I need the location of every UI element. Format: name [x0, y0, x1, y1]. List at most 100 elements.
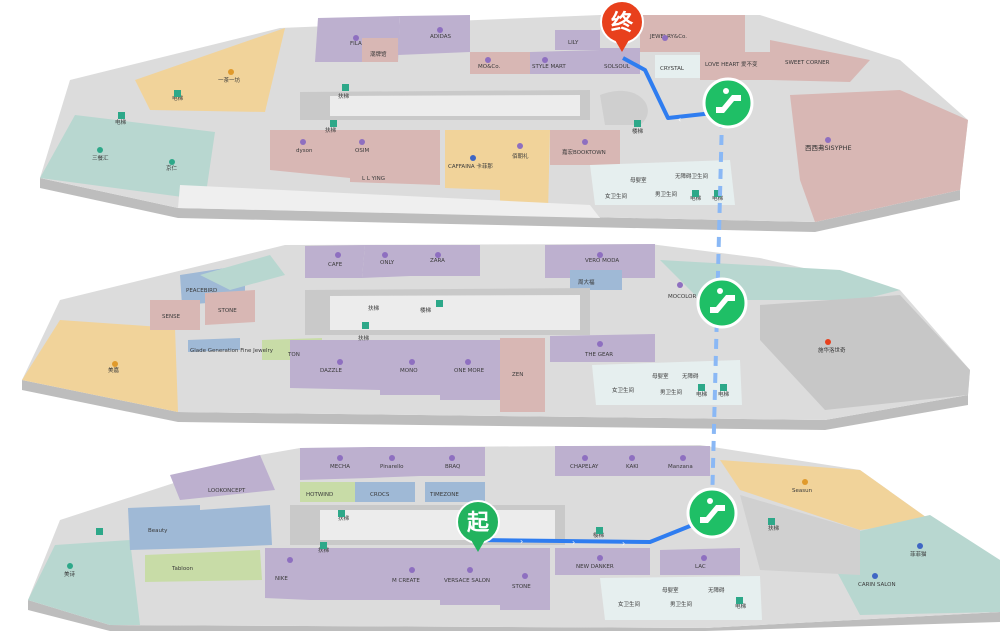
- poi-dot[interactable]: [517, 143, 523, 149]
- poi-dot[interactable]: [677, 282, 683, 288]
- poi-dot[interactable]: [917, 543, 923, 549]
- store-pinarello[interactable]: [370, 447, 420, 478]
- facility-icon[interactable]: [714, 190, 721, 197]
- store-sishang[interactable]: [790, 90, 968, 222]
- poi-dot[interactable]: [872, 573, 878, 579]
- store-braq[interactable]: [420, 447, 485, 476]
- poi-dot[interactable]: [437, 27, 443, 33]
- poi-dot[interactable]: [825, 339, 831, 345]
- store-shop-d[interactable]: [310, 548, 390, 600]
- poi-dot[interactable]: [382, 252, 388, 258]
- store-carin[interactable]: [820, 515, 1000, 615]
- poi-dot[interactable]: [465, 359, 471, 365]
- store-shop-c[interactable]: [440, 340, 500, 400]
- facility-icon[interactable]: [96, 528, 103, 535]
- facility-icon[interactable]: [634, 120, 641, 127]
- facility-icon[interactable]: [692, 190, 699, 197]
- poi-dot[interactable]: [597, 252, 603, 258]
- start-pin[interactable]: 起: [456, 500, 500, 552]
- poi-dot[interactable]: [353, 35, 359, 41]
- poi-dot[interactable]: [802, 479, 808, 485]
- poi-dot[interactable]: [470, 155, 476, 161]
- poi-dot[interactable]: [287, 557, 293, 563]
- store-grey-right[interactable]: [740, 495, 860, 575]
- store-adidas[interactable]: [398, 15, 470, 55]
- store-cafe[interactable]: [305, 245, 365, 278]
- store-shop-c[interactable]: [265, 548, 310, 600]
- escalator-badge-upper[interactable]: [702, 77, 754, 129]
- poi-dot[interactable]: [169, 159, 175, 165]
- store-lac[interactable]: [660, 548, 740, 575]
- store-zen[interactable]: [500, 338, 545, 412]
- store-shop-left[interactable]: [22, 320, 178, 412]
- store-the-gear[interactable]: [550, 334, 655, 362]
- facility-icon[interactable]: [736, 597, 743, 604]
- facility-icon[interactable]: [720, 384, 727, 391]
- store-corner[interactable]: [770, 40, 870, 82]
- store-shop-red[interactable]: [760, 295, 970, 410]
- poi-dot[interactable]: [825, 137, 831, 143]
- store-shop-a[interactable]: [290, 340, 380, 390]
- store-lookoncept[interactable]: [170, 455, 275, 500]
- store-mark[interactable]: [530, 50, 600, 74]
- poi-dot[interactable]: [409, 359, 415, 365]
- poi-dot[interactable]: [409, 567, 415, 573]
- poi-dot[interactable]: [582, 139, 588, 145]
- store-jewelry[interactable]: [640, 15, 745, 52]
- facility-icon[interactable]: [698, 384, 705, 391]
- store-solsoul[interactable]: [600, 48, 640, 74]
- escalator-badge-lower[interactable]: [686, 487, 738, 539]
- store-osim[interactable]: [350, 130, 440, 185]
- store-kaki[interactable]: [620, 446, 655, 476]
- facility-icon[interactable]: [174, 90, 181, 97]
- poi-dot[interactable]: [335, 252, 341, 258]
- poi-dot[interactable]: [629, 455, 635, 461]
- poi-dot[interactable]: [112, 361, 118, 367]
- store-teleshop[interactable]: [425, 482, 485, 502]
- poi-dot[interactable]: [597, 341, 603, 347]
- store-booktown[interactable]: [550, 130, 620, 165]
- poi-dot[interactable]: [389, 455, 395, 461]
- store-mecha[interactable]: [300, 447, 370, 480]
- store-left-yellow[interactable]: [135, 28, 285, 112]
- store-shop-d2[interactable]: [390, 548, 440, 600]
- store-dyson[interactable]: [270, 130, 350, 178]
- store-lookoncept-b[interactable]: [200, 505, 272, 548]
- store-shop-b[interactable]: [380, 340, 440, 395]
- end-pin[interactable]: 终: [600, 0, 644, 52]
- store-heart[interactable]: [700, 52, 775, 80]
- facility-icon[interactable]: [768, 518, 775, 525]
- poi-dot[interactable]: [359, 139, 365, 145]
- poi-dot[interactable]: [449, 455, 455, 461]
- poi-dot[interactable]: [680, 455, 686, 461]
- poi-dot[interactable]: [337, 359, 343, 365]
- poi-dot[interactable]: [337, 455, 343, 461]
- poi-dot[interactable]: [67, 563, 73, 569]
- facility-icon[interactable]: [342, 84, 349, 91]
- poi-dot[interactable]: [662, 35, 668, 41]
- store-tabloon[interactable]: [145, 550, 262, 582]
- store-shop-a[interactable]: [362, 38, 398, 62]
- store-shop-c[interactable]: [500, 130, 550, 212]
- poi-dot[interactable]: [228, 69, 234, 75]
- store-stone[interactable]: [205, 290, 255, 325]
- store-beauty[interactable]: [128, 505, 200, 550]
- store-left-teal[interactable]: [28, 540, 140, 625]
- poi-dot[interactable]: [597, 555, 603, 561]
- poi-dot[interactable]: [467, 567, 473, 573]
- facility-icon[interactable]: [320, 542, 327, 549]
- store-sense[interactable]: [150, 300, 200, 330]
- facility-icon[interactable]: [436, 300, 443, 307]
- facility-icon[interactable]: [596, 527, 603, 534]
- facility-icon[interactable]: [330, 120, 337, 127]
- store-newdanker[interactable]: [555, 548, 650, 575]
- poi-dot[interactable]: [701, 555, 707, 561]
- store-brand3[interactable]: [545, 244, 655, 278]
- facility-icon[interactable]: [118, 112, 125, 119]
- store-manzana[interactable]: [655, 446, 710, 476]
- store-global[interactable]: [188, 338, 240, 352]
- poi-dot[interactable]: [300, 139, 306, 145]
- poi-dot[interactable]: [542, 57, 548, 63]
